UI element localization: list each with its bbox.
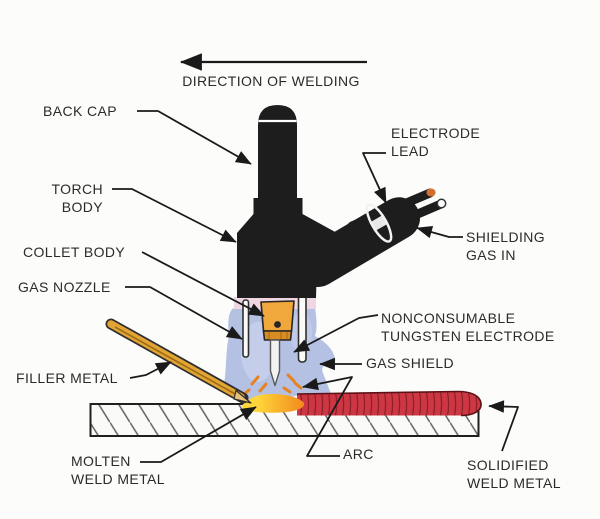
molten-pool <box>242 394 305 413</box>
label-electrode-lead: ELECTRODE LEAD <box>391 125 481 159</box>
label-gas-nozzle: GAS NOZZLE <box>18 279 111 295</box>
filler-rod <box>105 318 252 404</box>
label-gas-shield: GAS SHIELD <box>366 355 455 371</box>
leader-collet-body <box>141 251 265 317</box>
leader-arc <box>302 376 353 457</box>
collet-body-shape <box>260 300 295 341</box>
label-filler-metal: FILLER METAL <box>16 370 118 386</box>
leader-lines <box>112 110 519 463</box>
label-torch-body: TORCH BODY <box>51 181 103 215</box>
leader-shielding-gas <box>416 225 463 239</box>
gas-hose-opening <box>436 198 447 209</box>
leader-torch-body <box>112 188 237 243</box>
torch-flange <box>253 198 303 214</box>
label-direction-of-welding: DIRECTION OF WELDING <box>182 73 360 89</box>
label-solidified-weld-metal: SOLIDIFIED WELD METAL <box>467 457 561 491</box>
label-nonconsumable-tungsten-electrode: NONCONSUMABLE TUNGSTEN ELECTRODE <box>381 310 555 344</box>
tungsten-electrode-shape <box>269 339 281 387</box>
label-back-cap: BACK CAP <box>43 103 117 119</box>
leader-molten-weld-metal <box>140 406 257 463</box>
leader-gas-nozzle <box>125 286 243 340</box>
leader-solidified-weld-metal <box>488 400 519 452</box>
label-molten-weld-metal: MOLTEN WELD METAL <box>71 453 165 487</box>
leader-tungsten-electrode <box>293 314 379 353</box>
cable-bundle <box>297 188 447 287</box>
label-arc: ARC <box>343 446 374 462</box>
leader-back-cap <box>137 110 252 165</box>
weld-bead <box>296 390 482 417</box>
filler-rod-tip <box>233 389 252 404</box>
label-shielding-gas-in: SHIELDING GAS IN <box>466 229 546 263</box>
leader-electrode-lead <box>362 152 387 204</box>
electrode-lead-tip <box>426 188 436 197</box>
cable-clamp-ring <box>365 203 393 243</box>
label-collet-body: COLLET BODY <box>23 244 126 260</box>
leader-filler-metal <box>129 361 172 379</box>
torch-taper <box>237 214 337 233</box>
back-cap-shape <box>258 105 297 200</box>
